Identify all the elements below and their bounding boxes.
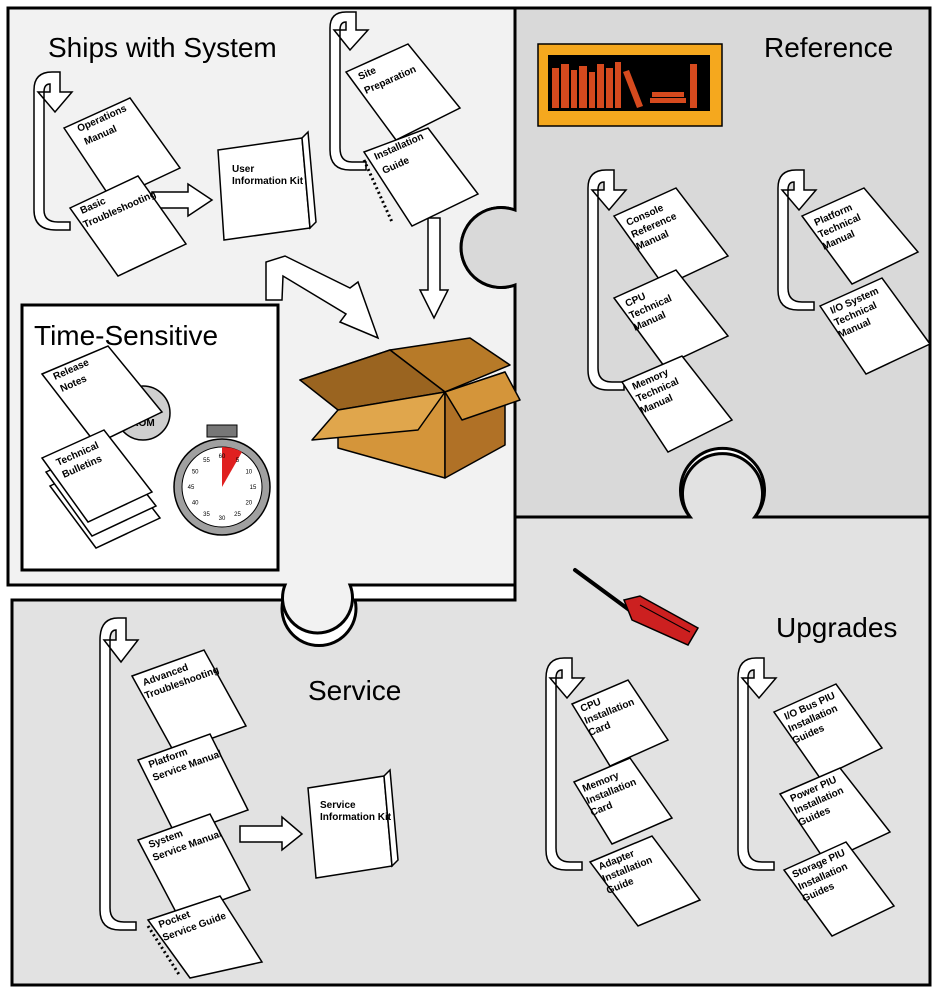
ships-with-system-title: Ships with System	[48, 32, 277, 63]
arrow-kit-to-box	[265, 255, 380, 340]
rom-label: ROM	[131, 418, 154, 429]
stopwatch-number: 60	[219, 454, 226, 460]
adapter-installation-guide-doc: Adapter Installation Guide	[588, 835, 702, 927]
stopwatch-icon: 60 5 10 15 20 25 30 35 40 45 50 55	[173, 424, 271, 536]
service-information-kit-doc: Service Information Kit	[307, 768, 399, 879]
arrow-installation-to-box	[418, 217, 450, 320]
platform-service-manual-doc: Platform Service Manual	[136, 733, 250, 837]
service-title: Service	[308, 675, 401, 706]
bracket-arrow-reference-left	[587, 169, 628, 391]
bracket-arrow-ships-right	[329, 11, 370, 171]
system-service-manual-doc: System Service Manual	[136, 813, 252, 917]
upgrades-title: Upgrades	[776, 612, 897, 643]
basic-troubleshooting-doc: Basic Troubleshooting	[68, 175, 188, 277]
stopwatch-number: 5	[236, 458, 240, 464]
stopwatch-number: 10	[245, 470, 252, 476]
bracket-arrow-reference-right	[777, 169, 818, 311]
cpu-technical-manual-doc: CPU Technical Manual	[612, 269, 730, 367]
time-sensitive-title: Time-Sensitive	[34, 320, 218, 351]
stopwatch-number: 40	[192, 501, 199, 507]
advanced-troubleshooting-doc: Advanced Troubleshooting	[130, 649, 248, 753]
cardboard-box-icon	[299, 337, 521, 479]
io-bus-piu-installation-guides-doc: I/O Bus PIU Installation Guides	[772, 683, 884, 779]
stopwatch-number: 30	[219, 516, 226, 522]
stopwatch-number: 15	[250, 485, 257, 491]
bookshelf-icon	[537, 43, 723, 127]
technical-bulletins-doc: Technical Bulletins	[40, 429, 162, 549]
stopwatch-numbers: 60 5 10 15 20 25 30 35 40 45 50 55	[188, 454, 257, 522]
bracket-arrow-service	[99, 617, 140, 931]
site-preparation-doc: Site Preparation	[344, 43, 462, 141]
io-system-technical-manual-doc: I/O System Technical Manual	[818, 277, 932, 375]
user-info-kit-label-2: Information Kit	[232, 176, 304, 187]
bracket-arrow-ships-left	[33, 71, 74, 231]
service-info-kit-label-1: Service	[320, 800, 356, 811]
power-piu-installation-guides-doc: Power PIU Installation Guides	[778, 767, 892, 863]
user-info-kit-label-1: User	[232, 164, 254, 175]
memory-technical-manual-doc: Memory Technical Manual	[620, 355, 734, 453]
screwdriver-icon	[573, 568, 700, 646]
bracket-arrow-upgrades-right	[737, 657, 778, 871]
stopwatch-number: 35	[203, 512, 210, 518]
console-reference-manual-doc: Console Reference Manual	[612, 187, 730, 287]
arrow-to-service-kit	[239, 815, 304, 852]
stopwatch-number: 55	[203, 458, 210, 464]
stopwatch-number: 50	[192, 470, 199, 476]
stopwatch-number: 20	[245, 501, 252, 507]
bracket-arrow-upgrades-left	[545, 657, 586, 871]
release-notes-doc: Release Notes	[40, 345, 164, 445]
stopwatch-number: 25	[234, 512, 241, 518]
pocket-service-guide-doc: Pocket Service Guide	[146, 895, 264, 979]
user-information-kit-doc: User Information Kit	[217, 130, 317, 241]
cpu-installation-card-doc: CPU Installation Card	[570, 679, 670, 767]
stopwatch-number: 45	[188, 485, 195, 491]
storage-piu-installation-guides-doc: Storage PIU Installation Guides	[782, 841, 896, 937]
service-info-kit-label-2: Information Kit	[320, 812, 392, 823]
reference-title: Reference	[764, 32, 893, 63]
memory-installation-card-doc: Memory Installation Card	[572, 757, 674, 845]
